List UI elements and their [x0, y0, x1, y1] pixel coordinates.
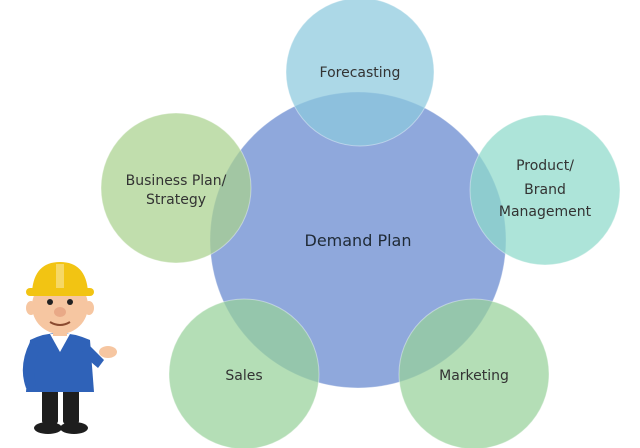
mascot-smile: [49, 321, 71, 326]
mascot-right-shoe: [60, 422, 88, 434]
construction-worker-icon: [22, 262, 117, 434]
mascot-left-eye: [47, 299, 53, 305]
business-plan-label-line-1: Business Plan/: [126, 173, 227, 189]
mascot-right-eye: [67, 299, 73, 305]
mascot-helmet-stripe: [56, 264, 64, 288]
mascot-left-shoe: [34, 422, 62, 434]
mascot-left-arm: [22, 342, 40, 388]
mascot-hand: [99, 346, 117, 358]
mascot-left-leg: [42, 388, 58, 424]
mascot-right-ear: [84, 301, 94, 315]
product-label-line-2: Brand: [524, 182, 566, 198]
center-label: Demand Plan: [305, 231, 412, 250]
product-label-line-3: Management: [499, 204, 592, 220]
sales-label: Sales: [225, 368, 262, 384]
mascot-left-ear: [26, 301, 36, 315]
product-label-line-1: Product/: [516, 158, 574, 174]
marketing-circle: [398, 298, 550, 448]
mascot-jacket: [26, 333, 94, 392]
marketing-label: Marketing: [439, 368, 509, 384]
business-plan-label-line-2: Strategy: [146, 192, 206, 208]
mascot-collar: [50, 334, 70, 352]
forecasting-label: Forecasting: [320, 65, 401, 81]
business-plan-strategy-circle: [100, 112, 252, 264]
node-marketing: Marketing: [398, 298, 550, 448]
mascot-helmet-brim: [26, 288, 94, 296]
node-product-brand-management: Product/ Brand Management: [469, 114, 621, 266]
node-sales: Sales: [168, 298, 320, 448]
mascot-right-leg: [63, 388, 79, 424]
sales-circle: [168, 298, 320, 448]
product-brand-management-circle: [469, 114, 621, 266]
node-forecasting: Forecasting: [285, 0, 435, 147]
mascot-right-arm: [82, 342, 104, 368]
forecasting-circle: [285, 0, 435, 147]
mascot-helmet: [32, 262, 88, 292]
mascot-nose: [54, 307, 66, 317]
node-business-plan-strategy: Business Plan/ Strategy: [100, 112, 252, 264]
